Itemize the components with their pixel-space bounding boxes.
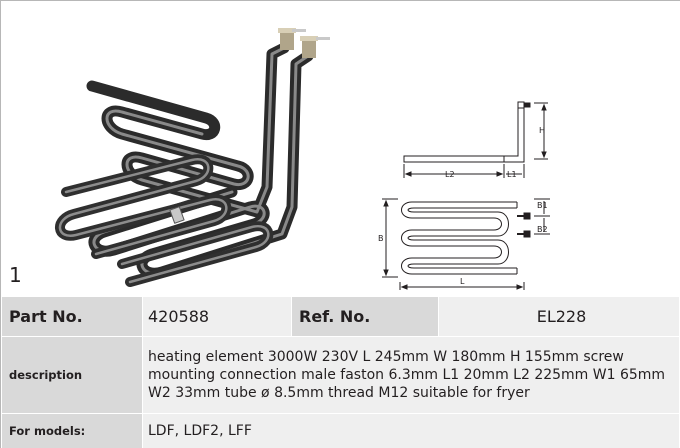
heating-element-photo: [55, 28, 330, 287]
description-label: description: [2, 337, 142, 413]
dim-label-l2: L2: [445, 170, 455, 179]
technical-drawing: [382, 101, 550, 290]
ref-no-value: EL228: [439, 297, 679, 336]
dim-label-l: L: [460, 277, 465, 286]
figure-number: 1: [9, 263, 22, 287]
models-value: LDF, LDF2, LFF: [143, 414, 679, 448]
dim-label-b2: B2: [537, 225, 548, 234]
part-no-value: 420588: [143, 297, 291, 336]
ref-no-label: Ref. No.: [292, 297, 438, 336]
description-value: heating element 3000W 230V L 245mm W 180…: [143, 337, 679, 413]
dim-label-b1: B1: [537, 201, 548, 210]
heating-element-illustration: H L2 L1 B B1 B2 L: [55, 28, 550, 290]
part-no-label: Part No.: [2, 297, 142, 336]
dim-label-b: B: [378, 234, 384, 243]
models-label: For models:: [2, 414, 142, 448]
dim-label-l1: L1: [507, 170, 517, 179]
product-image-area: H L2 L1 B B1 B2 L 1: [2, 2, 679, 296]
dim-label-h: H: [539, 126, 545, 135]
